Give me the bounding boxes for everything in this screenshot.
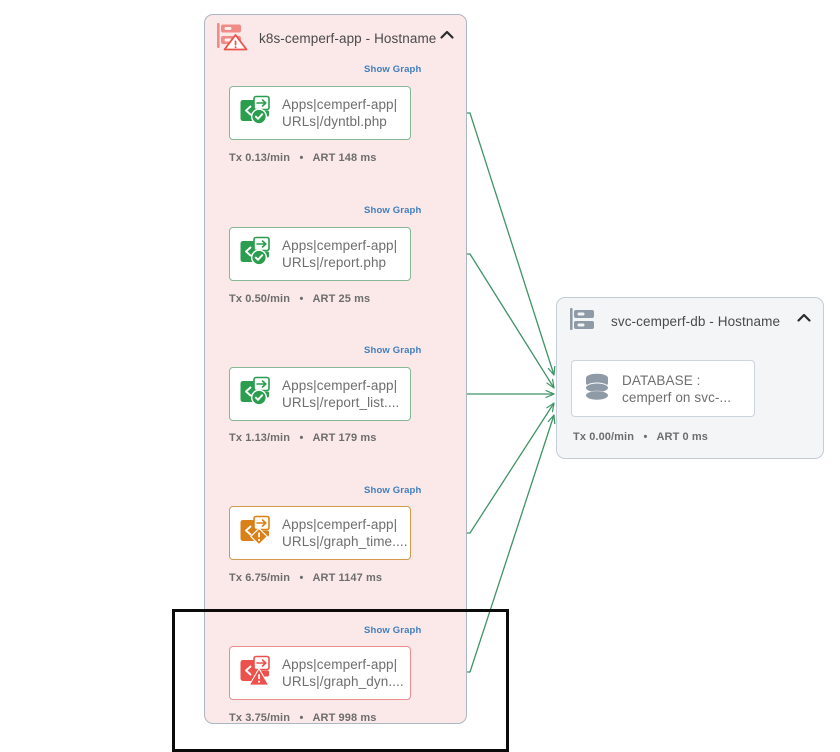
show-graph-link-graph-dyn[interactable]: Show Graph xyxy=(364,625,422,636)
tier-title-app: k8s-cemperf-app - Hostname xyxy=(259,30,437,46)
tier-header-app: k8s-cemperf-app - Hostname xyxy=(205,15,466,61)
node-label-report: Apps|cemperf-app| URLs|/report.php xyxy=(282,238,398,270)
node-metrics-graph-time: Tx 6.75/min • ART 1147 ms xyxy=(229,572,383,584)
server-rack-warning-icon xyxy=(215,21,249,56)
selection-highlight-box[interactable] xyxy=(172,609,509,752)
node-metrics-database: Tx 0.00/min • ART 0 ms xyxy=(573,431,709,443)
server-rack-icon xyxy=(567,304,601,339)
show-graph-link-graph-time[interactable]: Show Graph xyxy=(364,485,422,496)
node-url-graph-dyn[interactable]: Apps|cemperf-app| URLs|/graph_dyn.... xyxy=(229,646,411,700)
node-url-report-list[interactable]: Apps|cemperf-app| URLs|/report_list.... xyxy=(229,367,411,421)
node-url-graph-time[interactable]: Apps|cemperf-app| URLs|/graph_time.... xyxy=(229,506,411,560)
node-metrics-graph-dyn: Tx 3.75/min • ART 998 ms xyxy=(229,712,377,724)
show-graph-link-report-list[interactable]: Show Graph xyxy=(364,345,422,356)
node-label-dyntbl: Apps|cemperf-app| URLs|/dyntbl.php xyxy=(282,97,398,129)
node-metrics-report-list: Tx 1.13/min • ART 179 ms xyxy=(229,432,377,444)
chevron-up-icon-db[interactable] xyxy=(796,311,812,325)
url-health-warning-icon xyxy=(239,515,273,552)
node-url-dyntbl[interactable]: Apps|cemperf-app| URLs|/dyntbl.php xyxy=(229,86,411,140)
url-health-critical-icon xyxy=(239,655,273,692)
tier-title-db: svc-cemperf-db - Hostname xyxy=(611,313,781,329)
node-metrics-dyntbl: Tx 0.13/min • ART 148 ms xyxy=(229,152,377,164)
url-health-ok-icon xyxy=(239,376,273,413)
tier-header-db: svc-cemperf-db - Hostname xyxy=(557,298,823,344)
node-label-database: DATABASE : cemperf on svc-... xyxy=(622,372,732,405)
show-graph-link-report[interactable]: Show Graph xyxy=(364,205,422,216)
node-metrics-report: Tx 0.50/min • ART 25 ms xyxy=(229,293,371,305)
node-database[interactable]: DATABASE : cemperf on svc-... xyxy=(571,360,755,417)
node-label-report-list: Apps|cemperf-app| URLs|/report_list.... xyxy=(282,378,400,410)
url-health-ok-icon xyxy=(239,236,273,273)
node-label-graph-time: Apps|cemperf-app| URLs|/graph_time.... xyxy=(282,517,408,549)
url-health-ok-icon xyxy=(239,95,273,132)
database-icon xyxy=(581,370,613,407)
node-url-report[interactable]: Apps|cemperf-app| URLs|/report.php xyxy=(229,227,411,281)
node-label-graph-dyn: Apps|cemperf-app| URLs|/graph_dyn.... xyxy=(282,657,404,689)
show-graph-link-dyntbl[interactable]: Show Graph xyxy=(364,64,422,75)
chevron-up-icon-app[interactable] xyxy=(439,28,455,42)
